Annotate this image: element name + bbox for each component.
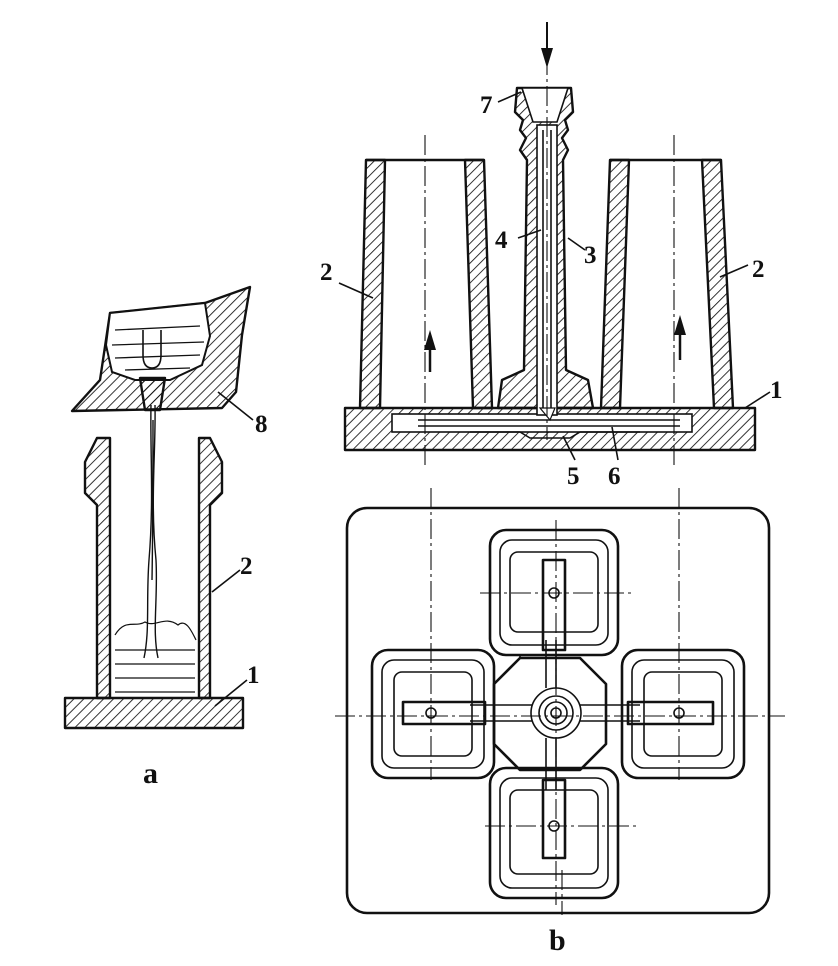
base-plate-a — [63, 696, 245, 730]
label-1-a: 1 — [247, 662, 260, 689]
caption-a: a — [143, 757, 158, 790]
flow-arrow-up-right — [674, 315, 686, 360]
mould-b-right — [599, 158, 735, 410]
centre-runner — [496, 86, 595, 422]
figure-b-plan: b — [335, 488, 785, 957]
pouring-stream — [143, 404, 159, 659]
label-2-b-left: 2 — [320, 259, 333, 286]
label-6: 6 — [608, 463, 621, 490]
label-7: 7 — [480, 92, 493, 119]
figure-a: 8 2 1 a — [63, 285, 268, 790]
ladle — [70, 285, 252, 413]
label-4: 4 — [495, 227, 508, 254]
caption-b: b — [549, 924, 566, 957]
flow-arrow-down — [541, 22, 553, 68]
label-2-b-right: 2 — [752, 256, 765, 283]
label-2-a: 2 — [240, 553, 253, 580]
flow-arrow-up-left — [424, 330, 436, 372]
label-1-b: 1 — [770, 377, 783, 404]
label-3: 3 — [584, 242, 597, 269]
label-5: 5 — [567, 463, 580, 490]
label-8: 8 — [255, 411, 268, 438]
figure-b-section: 7 4 3 2 2 1 5 6 — [320, 22, 783, 490]
mould-b-left — [358, 158, 494, 410]
